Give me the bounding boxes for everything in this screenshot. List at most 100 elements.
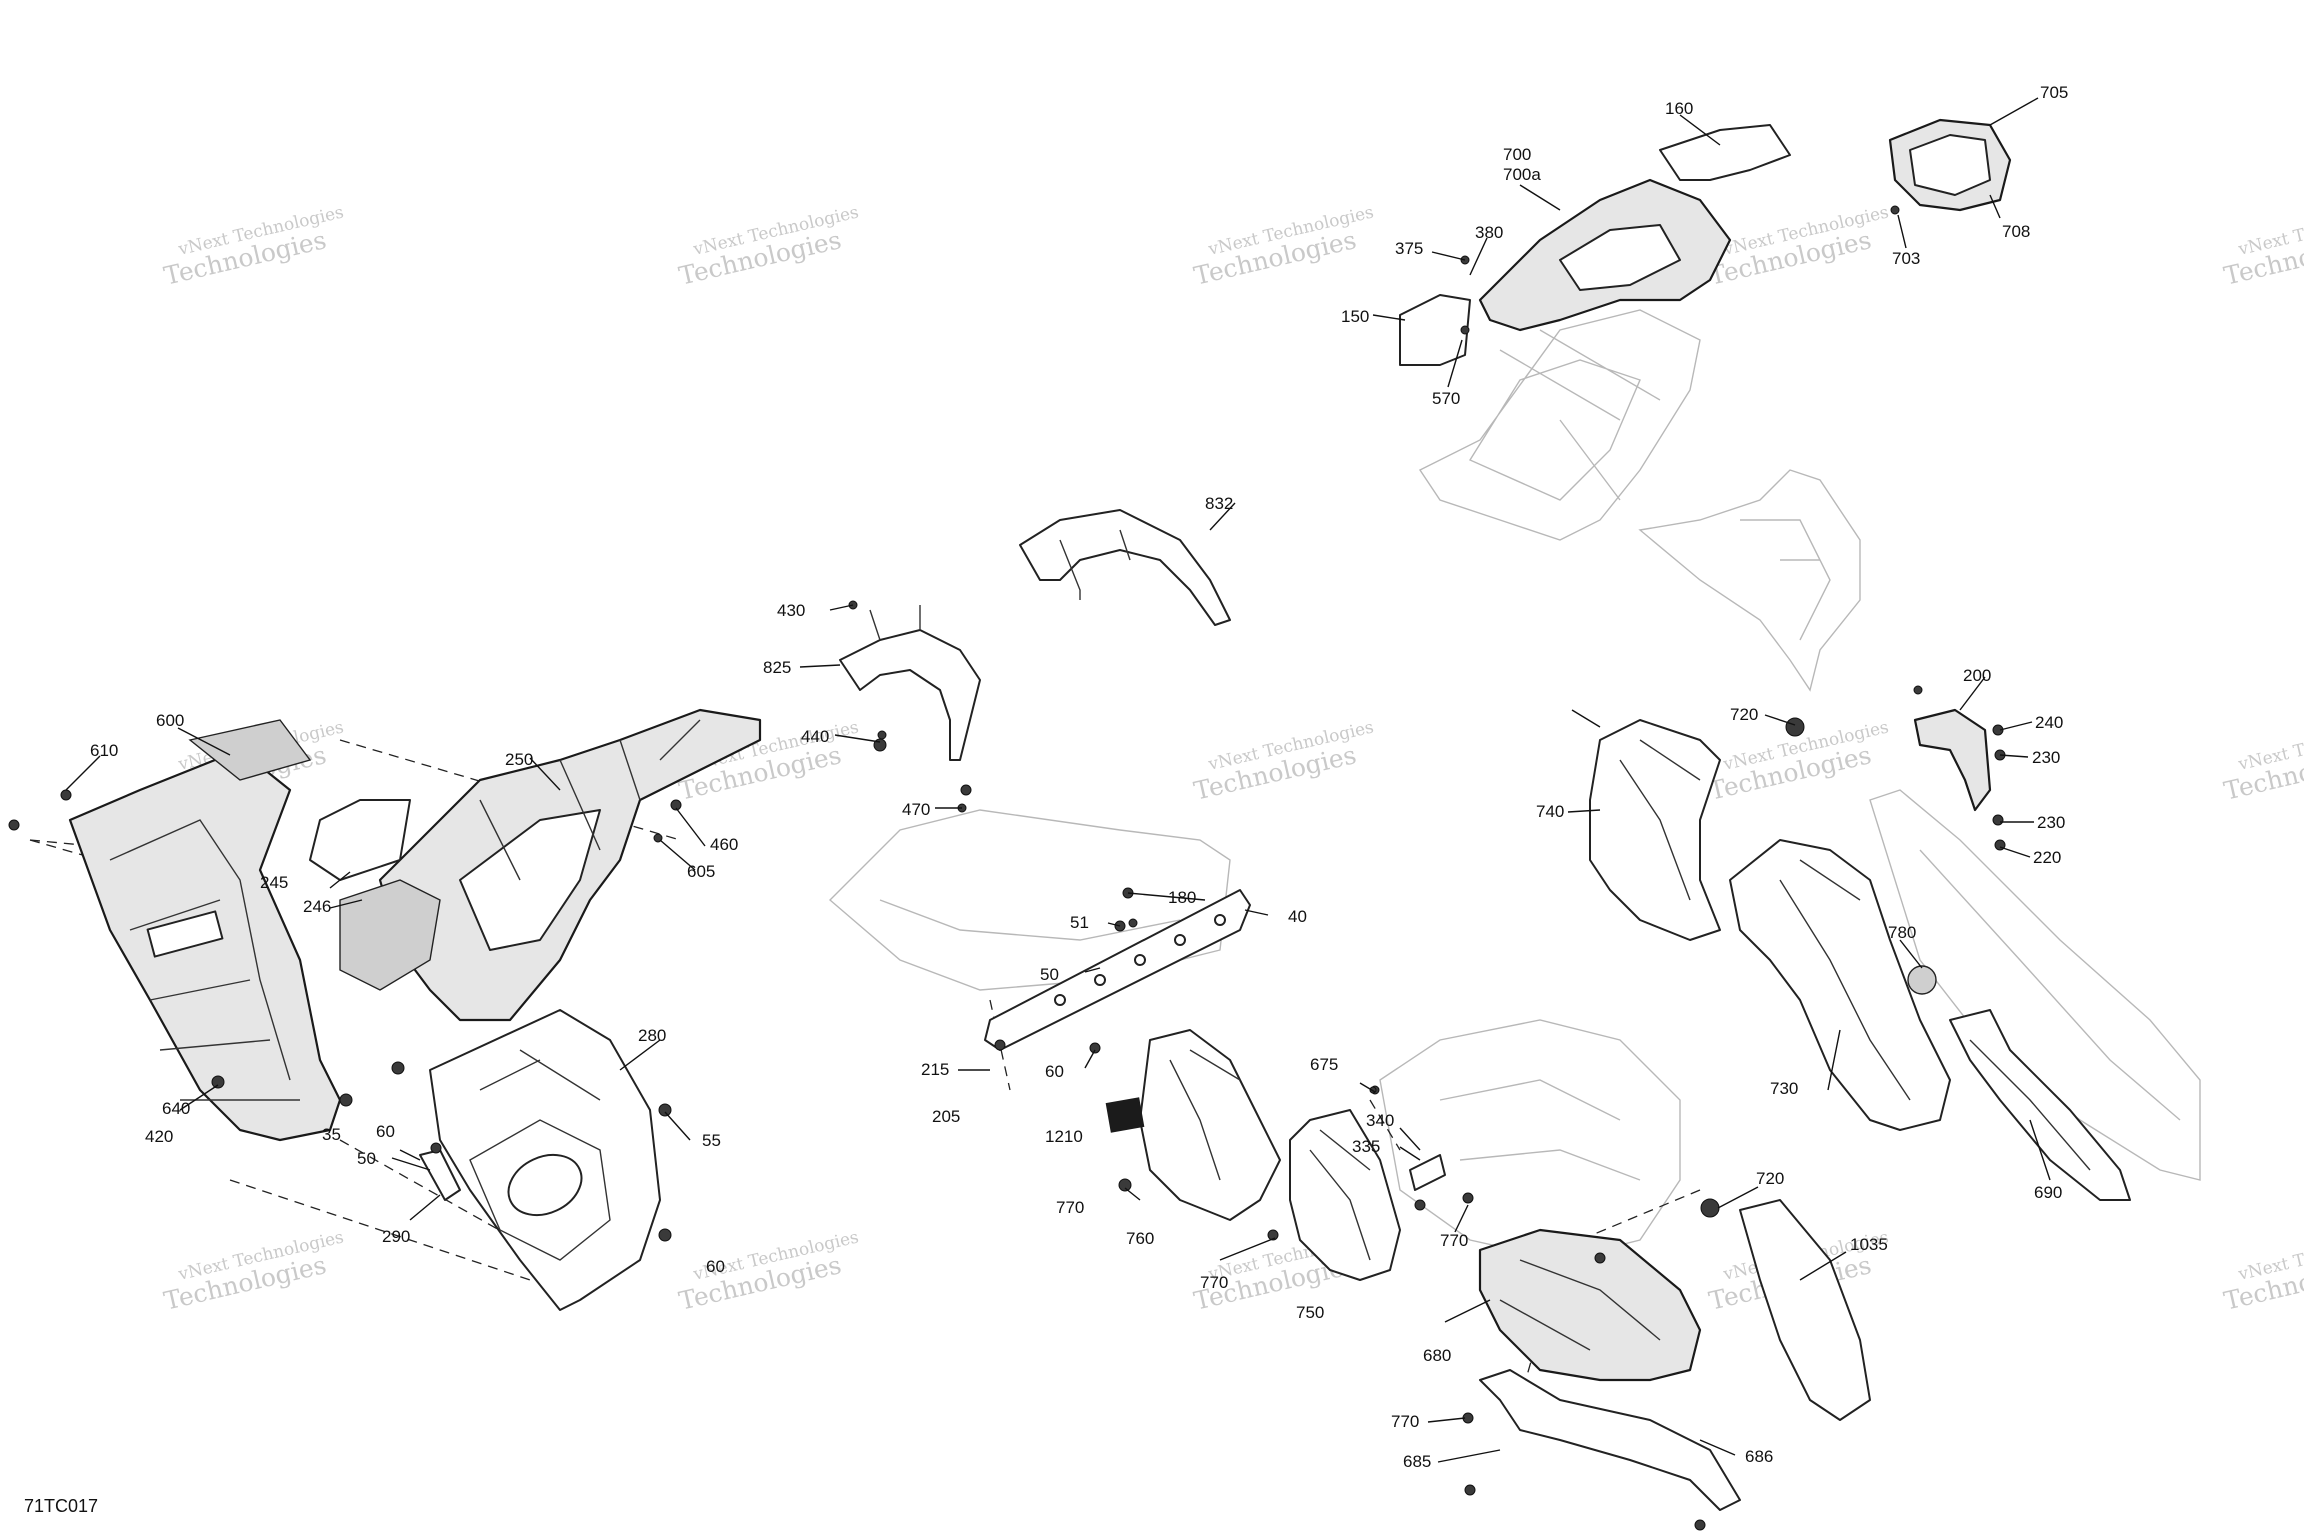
leader-line bbox=[1124, 1187, 1141, 1201]
leader-line bbox=[834, 734, 881, 743]
callout-600: 600 bbox=[156, 711, 184, 730]
callout-205: 205 bbox=[932, 1107, 960, 1126]
center-shroud bbox=[1105, 1029, 1446, 1281]
fastener-bolt bbox=[1089, 1042, 1101, 1054]
fastener-bolt bbox=[1462, 1192, 1474, 1204]
part-705-opening bbox=[1909, 134, 1991, 196]
leader-line bbox=[529, 757, 561, 791]
callout-150: 150 bbox=[1341, 307, 1369, 326]
callout-420: 420 bbox=[145, 1127, 173, 1146]
leader-line bbox=[1427, 1417, 1466, 1423]
part-760 bbox=[1139, 1029, 1281, 1221]
watermark: vNext Technologies Technologies bbox=[2221, 717, 2304, 805]
leader-line bbox=[1989, 194, 2001, 219]
leader-line bbox=[1999, 721, 2033, 731]
callout-335: 335 bbox=[1352, 1137, 1380, 1156]
leader-line bbox=[1519, 184, 1561, 211]
leader-line bbox=[1469, 237, 1488, 276]
part-40-holes bbox=[1054, 914, 1226, 1006]
watermark: vNext Technologies Technologies bbox=[1706, 202, 1890, 290]
fastener-bolt bbox=[1464, 1484, 1476, 1496]
dashboard-top bbox=[1399, 118, 2012, 366]
right-panels bbox=[1589, 708, 2131, 1201]
callout-570: 570 bbox=[1432, 389, 1460, 408]
fastener-bolt bbox=[339, 1093, 353, 1107]
leader-line bbox=[1084, 1049, 1096, 1069]
callout-430: 430 bbox=[777, 601, 805, 620]
callout-50a: 50 bbox=[357, 1149, 376, 1168]
hole bbox=[1174, 934, 1186, 946]
fastener-bolt bbox=[1414, 1199, 1426, 1211]
part-690-detail bbox=[1969, 1039, 2091, 1171]
assembly-line bbox=[229, 1179, 531, 1281]
callout-770a: 770 bbox=[1056, 1198, 1084, 1217]
front-panel-250 bbox=[309, 708, 762, 1022]
center-lower-panel-280 bbox=[419, 1009, 661, 1311]
leader-line bbox=[1107, 922, 1121, 927]
part-740 bbox=[1589, 719, 1721, 941]
fastener-bolt bbox=[8, 819, 20, 831]
callout-35: 35 bbox=[322, 1125, 341, 1144]
callout-250: 250 bbox=[505, 750, 533, 769]
hole bbox=[1054, 994, 1066, 1006]
callout-280: 280 bbox=[638, 1026, 666, 1045]
fastener-bolt bbox=[1700, 1198, 1720, 1218]
callout-686: 686 bbox=[1745, 1447, 1773, 1466]
fastener-bolt bbox=[430, 1142, 442, 1154]
callout-440: 440 bbox=[801, 727, 829, 746]
callout-200: 200 bbox=[1963, 666, 1991, 685]
part-700-opening bbox=[1559, 224, 1681, 291]
callout-1210: 1210 bbox=[1045, 1127, 1083, 1146]
callout-708: 708 bbox=[2002, 222, 2030, 241]
part-1210 bbox=[1105, 1097, 1145, 1133]
leader-line bbox=[1219, 1237, 1276, 1261]
part-730 bbox=[1729, 839, 1951, 1131]
ghost-front-hood bbox=[828, 809, 1231, 991]
leader-line bbox=[659, 839, 696, 871]
assembly-line bbox=[1579, 1189, 1701, 1241]
fastener-bolt bbox=[211, 1075, 225, 1089]
leader-line bbox=[1437, 1449, 1501, 1463]
leader-line bbox=[1209, 502, 1236, 531]
callout-770b: 770 bbox=[1200, 1273, 1228, 1292]
leader-line bbox=[1679, 114, 1721, 146]
callout-290: 290 bbox=[382, 1227, 410, 1246]
part-250-opening bbox=[459, 809, 601, 951]
callout-730: 730 bbox=[1770, 1079, 1798, 1098]
leader-line bbox=[799, 664, 841, 668]
leader-line bbox=[177, 727, 231, 756]
leader-line bbox=[1084, 967, 1101, 973]
ghost-frame-top bbox=[1418, 309, 1701, 541]
bottom-right-panels bbox=[1478, 1199, 1871, 1511]
callout-610: 610 bbox=[90, 741, 118, 760]
leader-line bbox=[675, 807, 706, 847]
leader-line bbox=[1799, 1251, 1847, 1281]
leader-line bbox=[391, 1157, 431, 1171]
callout-740: 740 bbox=[1536, 802, 1564, 821]
callout-60c: 60 bbox=[1045, 1062, 1064, 1081]
leader-line bbox=[1447, 339, 1463, 388]
fastener-bolt bbox=[1785, 717, 1805, 737]
part-832-detail bbox=[1059, 529, 1131, 600]
leader-line bbox=[1372, 314, 1406, 321]
leader-line bbox=[409, 1194, 441, 1221]
callout-705: 705 bbox=[2040, 83, 2068, 102]
callout-700a: 700a bbox=[1503, 165, 1541, 184]
ghost-rear-tub bbox=[1379, 1019, 1681, 1261]
fastener-bolt bbox=[1594, 1252, 1606, 1264]
diagram-code: 71TC017 bbox=[24, 1496, 98, 1516]
leader-line bbox=[1444, 1299, 1491, 1323]
fastener-bolt bbox=[1267, 1229, 1279, 1241]
callout-60a: 60 bbox=[376, 1122, 395, 1141]
leader-line bbox=[1899, 939, 1923, 969]
part-685 bbox=[1479, 1369, 1741, 1511]
callout-825: 825 bbox=[763, 658, 791, 677]
part-250-detail bbox=[479, 719, 701, 881]
fastener-bolt bbox=[1128, 918, 1138, 928]
fastener-bolt bbox=[1913, 685, 1923, 695]
part-160 bbox=[1659, 124, 1791, 181]
callout-180: 180 bbox=[1168, 888, 1196, 907]
callout-51: 51 bbox=[1070, 913, 1089, 932]
leader-line bbox=[1827, 1029, 1841, 1091]
callout-246: 246 bbox=[303, 897, 331, 916]
